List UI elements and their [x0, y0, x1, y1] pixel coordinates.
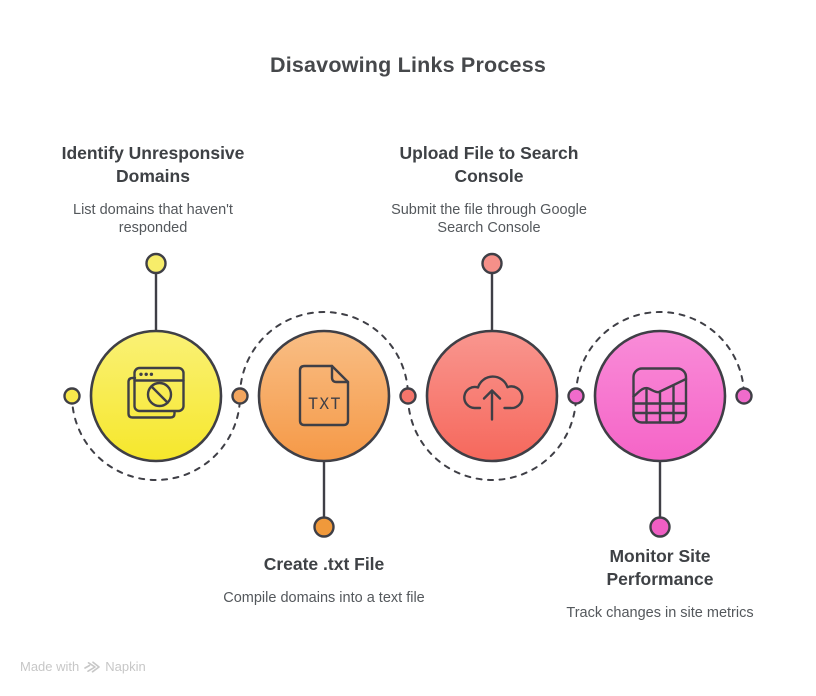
blocked-browser-window-icon: [127, 366, 185, 419]
txt-file-icon: TXT: [298, 364, 350, 427]
watermark: Made with Napkin: [20, 659, 146, 674]
step4-text: Monitor Site Performance Track changes i…: [535, 545, 785, 622]
step2-description: Compile domains into a text file: [223, 590, 425, 606]
cloud-upload-icon: [463, 375, 524, 421]
stem-dot-step1: [145, 252, 167, 275]
step-circle-1: [89, 329, 223, 463]
connector-dot-2: [231, 387, 249, 405]
step1-heading: Identify Unresponsive Domains: [61, 143, 245, 186]
step1-description: List domains that haven't responded: [73, 202, 233, 236]
stem-dot-step4: [649, 516, 671, 538]
page-title: Disavowing Links Process: [269, 53, 547, 77]
analytics-chart-icon: [632, 367, 688, 424]
step1-text: Identify Unresponsive Domains List domai…: [28, 142, 278, 237]
step4-heading: Monitor Site Performance: [606, 546, 714, 589]
connector-dot-1: [63, 387, 81, 405]
stem-dot-step3: [481, 252, 503, 275]
connector-dot-3: [399, 387, 417, 405]
txt-file-label: TXT: [308, 394, 341, 413]
step3-text: Upload File to Search Console Submit the…: [364, 142, 614, 237]
step2-heading: Create .txt File: [263, 554, 385, 574]
connector-dot-5: [735, 387, 753, 405]
step3-heading: Upload File to Search Console: [399, 143, 579, 186]
watermark-text: Made with: [20, 659, 80, 674]
step4-description: Track changes in site metrics: [566, 605, 754, 621]
step2-text: Create .txt File Compile domains into a …: [199, 553, 449, 607]
napkin-logo-icon: [84, 660, 101, 673]
process-path: [71, 311, 745, 481]
connector-dot-4: [567, 387, 585, 405]
step3-description: Submit the file through Google Search Co…: [391, 202, 587, 236]
stem-dot-step2: [313, 516, 335, 538]
step-circle-2: [257, 329, 391, 463]
watermark-brand: Napkin: [105, 659, 146, 674]
